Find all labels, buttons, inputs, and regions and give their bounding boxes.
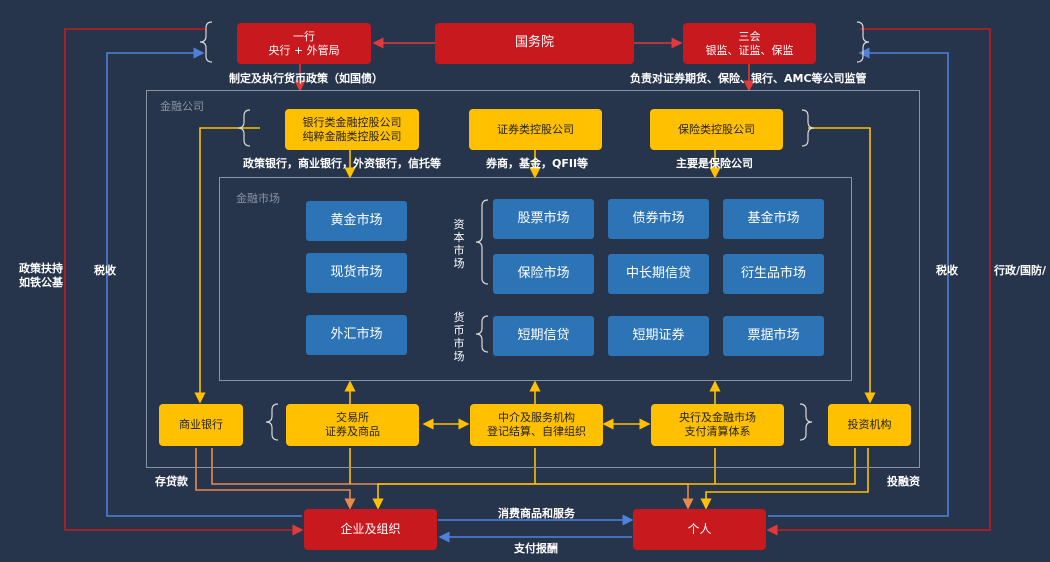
intermediary-box: 中介及服务机构 登记结算、自律组织 — [470, 404, 603, 446]
exchange-box: 交易所 证券及商品 — [286, 404, 419, 446]
securities-holding-label: 证券类控股公司 — [497, 122, 574, 136]
admin-defense-label: 行政/国防/ — [994, 264, 1047, 277]
money-market-label: 货币市场 — [453, 311, 465, 363]
fund-market: 基金市场 — [723, 199, 824, 239]
financial-companies-frame — [146, 90, 920, 468]
monetary-policy-caption: 制定及执行货币政策（如国债） — [229, 72, 383, 85]
short-term-securities: 短期证券 — [608, 316, 709, 356]
bank-holding-line1: 银行类金融控股公司 — [302, 115, 402, 129]
securities-types-caption: 券商，基金，QFII等 — [486, 157, 589, 170]
spot-market: 现货市场 — [306, 253, 407, 293]
sanhui-box: 三会 银监、证监、保监 — [683, 23, 816, 64]
derivatives-market: 衍生品市场 — [723, 254, 824, 294]
enterprise-box: 企业及组织 — [304, 509, 437, 550]
bank-types-caption: 政策银行，商业银行，外资银行，信托等 — [243, 157, 441, 170]
financial-market-frame — [219, 177, 852, 381]
individual-box: 个人 — [633, 509, 766, 550]
short-term-credit: 短期信贷 — [493, 316, 594, 356]
payment-label: 支付报酬 — [514, 542, 558, 555]
policy-support-label: 政策扶持 如铁公基 — [19, 262, 63, 289]
invest-finance-label: 投融资 — [887, 475, 920, 488]
bank-holding-box: 银行类金融控股公司 纯粹金融类控股公司 — [285, 109, 419, 150]
left-tax-label: 税收 — [94, 264, 116, 277]
insurance-holding-label: 保险类控股公司 — [678, 122, 755, 136]
insurance-types-caption: 主要是保险公司 — [676, 157, 753, 170]
yihang-line2: 央行 + 外管局 — [268, 43, 340, 57]
financial-companies-title: 金融公司 — [160, 100, 204, 113]
long-term-credit: 中长期信贷 — [608, 254, 709, 294]
forex-market: 外汇市场 — [306, 315, 407, 355]
bank-holding-line2: 纯粹金融类控股公司 — [302, 129, 402, 143]
right-tax-label: 税收 — [936, 264, 958, 277]
yihang-box: 一行 央行 + 外管局 — [237, 23, 371, 64]
insurance-holding-box: 保险类控股公司 — [650, 109, 783, 150]
commercial-bank-box: 商业银行 — [159, 404, 243, 446]
gold-market: 黄金市场 — [306, 201, 407, 241]
sanhui-line1: 三会 — [738, 29, 761, 43]
bond-market: 债券市场 — [608, 199, 709, 239]
guowuyuan-label: 国务院 — [514, 35, 554, 51]
deposit-loan-label: 存贷款 — [155, 475, 188, 488]
consumer-goods-label: 消费商品和服务 — [498, 507, 575, 520]
guowuyuan-box: 国务院 — [435, 23, 634, 64]
financial-market-title: 金融市场 — [236, 192, 280, 205]
supervision-caption: 负责对证券期货、保险、银行、AMC等公司监管 — [630, 72, 867, 85]
yihang-line1: 一行 — [293, 29, 315, 43]
stock-market: 股票市场 — [493, 199, 594, 239]
clearing-box: 央行及金融市场 支付清算体系 — [651, 404, 784, 446]
sanhui-line2: 银监、证监、保监 — [705, 43, 794, 57]
investment-institution-box: 投资机构 — [828, 404, 911, 446]
insurance-market: 保险市场 — [493, 254, 594, 294]
capital-market-label: 资本市场 — [453, 218, 465, 270]
securities-holding-box: 证券类控股公司 — [469, 109, 602, 150]
bill-market: 票据市场 — [723, 316, 824, 356]
